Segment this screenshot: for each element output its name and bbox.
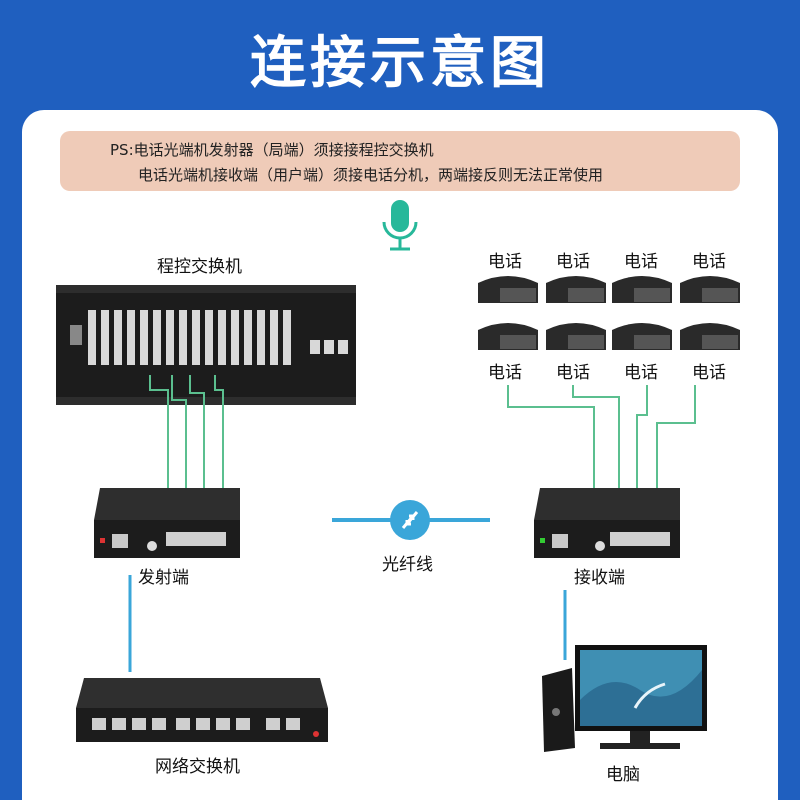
phone-label: 电话 <box>488 358 522 383</box>
transmitter-label: 发射端 <box>138 563 189 588</box>
phone-label: 电话 <box>556 358 590 383</box>
phone-label: 电话 <box>692 247 726 272</box>
switch-label: 网络交换机 <box>155 752 240 777</box>
phone-label: 电话 <box>624 247 658 272</box>
phone-label: 电话 <box>556 247 590 272</box>
phone-label: 电话 <box>692 358 726 383</box>
network-switch-device <box>76 678 328 742</box>
fiber-cable <box>332 500 490 540</box>
phone-label: 电话 <box>488 247 522 272</box>
pbx-device <box>56 285 356 405</box>
transmitter-device <box>94 488 240 558</box>
telephone-group <box>478 276 740 350</box>
computer-device <box>542 645 707 752</box>
microphone-icon <box>384 200 416 249</box>
fiber-label: 光纤线 <box>382 550 433 575</box>
receiver-label: 接收端 <box>574 563 625 588</box>
phone-label: 电话 <box>624 358 658 383</box>
pbx-label: 程控交换机 <box>157 252 242 277</box>
receiver-device <box>534 488 680 558</box>
phones-to-receiver-wires <box>508 385 695 497</box>
computer-label: 电脑 <box>606 760 640 785</box>
